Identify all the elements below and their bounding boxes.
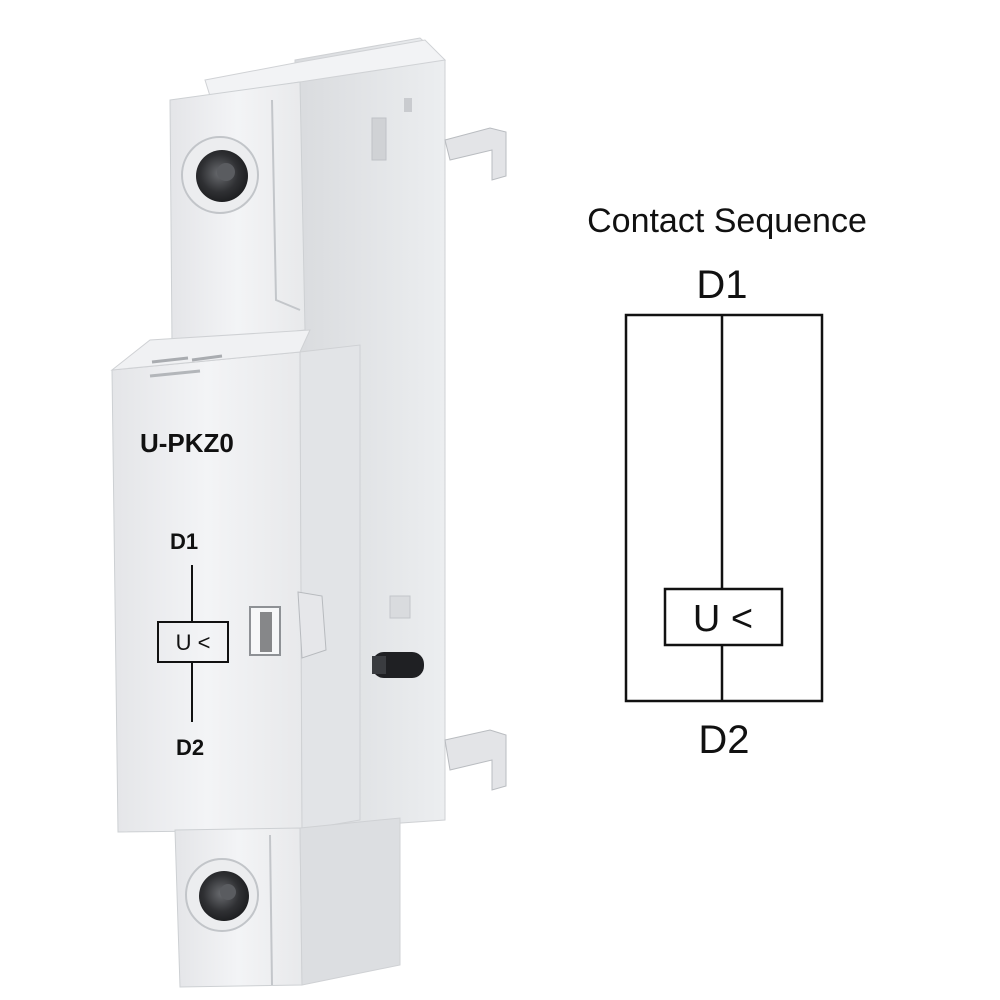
device-housing (110, 37, 507, 988)
diagram-frame (624, 313, 824, 703)
diagram-symbol-label: U < (693, 598, 753, 640)
contact-sequence-diagram: Contact Sequence D1 U < D2 (587, 202, 867, 762)
screw-icon (185, 858, 259, 932)
diagram-terminal-top-label: D1 (696, 263, 747, 307)
diagram-title: Contact Sequence (587, 202, 867, 240)
device-model-label: U-PKZ0 (140, 428, 234, 458)
diagram-coil-box (663, 587, 784, 647)
embossed-marking (149, 354, 223, 378)
device-label: U-PKZ0 D1 U < D2 (140, 428, 234, 760)
device-terminal-top-label: D1 (170, 529, 198, 554)
screw-icon (181, 136, 259, 214)
device-symbol-label: U < (176, 630, 211, 655)
diagram-terminal-bottom-label: D2 (698, 718, 749, 762)
device-terminal-bottom-label: D2 (176, 735, 204, 760)
